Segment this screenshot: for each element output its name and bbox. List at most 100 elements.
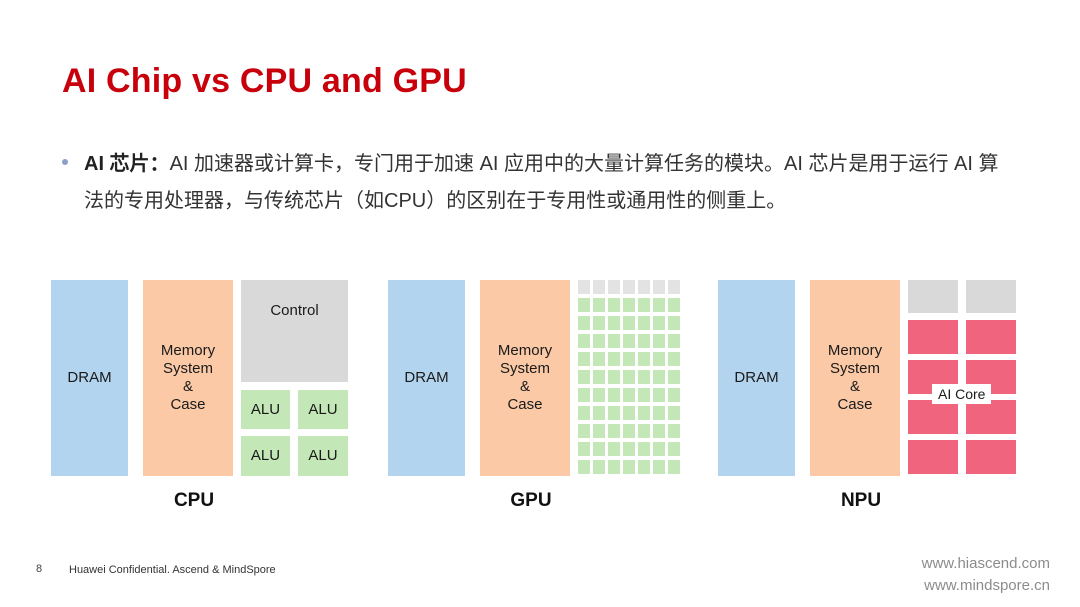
gpu-core-cell [638,370,650,384]
gpu-core-cell [638,280,650,294]
gpu-dram-block: DRAM [388,280,465,476]
gpu-core-cell [578,406,590,420]
cpu-alu-block: ALU [241,436,290,476]
gpu-core-cell [623,442,635,456]
gpu-core-cell [668,316,680,330]
gpu-core-cell [653,298,665,312]
gpu-core-cell [593,406,605,420]
gpu-core-cell [608,370,620,384]
slide-title: AI Chip vs CPU and GPU [62,62,467,100]
bullet-description: AI 加速器或计算卡，专门用于加速 AI 应用中的大量计算任务的模块。AI 芯片… [84,153,999,212]
cpu-memory-block: Memory System & Case [143,280,233,476]
gpu-core-cell [578,352,590,366]
gpu-core-cell [668,388,680,402]
gpu-core-cell [608,388,620,402]
gpu-core-cell [653,442,665,456]
gpu-core-cell [578,424,590,438]
gpu-core-cell [653,460,665,474]
gpu-core-cell [608,298,620,312]
npu-ai-core-cell [908,440,958,474]
cpu-alu-block: ALU [298,390,348,429]
cpu-alu-block: ALU [241,390,290,429]
gpu-core-cell [653,316,665,330]
gpu-memory-block: Memory System & Case [480,280,570,476]
gpu-core-cell [578,280,590,294]
gpu-core-cell [623,460,635,474]
gpu-core-cell [668,370,680,384]
gpu-core-cell [638,406,650,420]
gpu-core-cell [593,334,605,348]
gpu-core-cell [638,442,650,456]
gpu-core-cell [668,352,680,366]
gpu-core-cell [623,406,635,420]
npu-ai-core-cell [966,320,1016,354]
footer-url-hiascend[interactable]: www.hiascend.com [921,555,1050,572]
gpu-core-cell [608,352,620,366]
bullet-icon [62,159,68,165]
gpu-core-cell [638,388,650,402]
gpu-core-cell [653,406,665,420]
cpu-dram-block: DRAM [51,280,128,476]
gpu-core-cell [668,406,680,420]
gpu-core-cell [638,424,650,438]
npu-dram-block: DRAM [718,280,795,476]
gpu-core-cell [593,460,605,474]
gpu-label: GPU [510,490,552,511]
cpu-control-block: Control [241,280,348,382]
gpu-core-cell [653,370,665,384]
gpu-core-cell [608,424,620,438]
gpu-core-cell [653,388,665,402]
footer-confidential: Huawei Confidential. Ascend & MindSpore [69,564,276,576]
gpu-core-cell [578,460,590,474]
npu-ai-core-cell [966,400,1016,434]
gpu-core-cell [593,316,605,330]
gpu-core-cell [623,388,635,402]
gpu-core-cell [653,424,665,438]
footer-url-mindspore[interactable]: www.mindspore.cn [924,577,1050,594]
gpu-core-cell [578,388,590,402]
gpu-core-cell [668,298,680,312]
gpu-core-cell [608,460,620,474]
cpu-alu-block: ALU [298,436,348,476]
npu-memory-block: Memory System & Case [810,280,900,476]
gpu-core-cell [623,298,635,312]
gpu-core-cell [593,424,605,438]
gpu-core-cell [608,280,620,294]
gpu-core-cell [623,316,635,330]
gpu-core-cell [578,334,590,348]
gpu-core-cell [608,442,620,456]
gpu-core-cell [593,370,605,384]
npu-ai-core-cell [908,400,958,434]
gpu-core-cell [623,370,635,384]
gpu-core-cell [608,406,620,420]
gpu-core-cell [638,298,650,312]
gpu-core-cell [668,280,680,294]
gpu-core-cell [653,352,665,366]
gpu-core-cell [608,334,620,348]
gpu-core-cell [623,334,635,348]
npu-ai-core-cell [908,320,958,354]
gpu-core-cell [668,334,680,348]
cpu-label: CPU [173,490,215,511]
gpu-core-cell [638,460,650,474]
gpu-core-cell [578,298,590,312]
gpu-core-cell [608,316,620,330]
gpu-core-cell [593,352,605,366]
gpu-core-cell [593,442,605,456]
gpu-core-cell [668,460,680,474]
gpu-core-cell [623,352,635,366]
gpu-core-cell [638,334,650,348]
bullet-paragraph: AI 芯片：AI 加速器或计算卡，专门用于加速 AI 应用中的大量计算任务的模块… [84,146,1004,220]
gpu-core-cell [578,316,590,330]
npu-label: NPU [840,490,882,511]
gpu-core-cell [623,424,635,438]
npu-control-block [908,280,958,313]
gpu-core-cell [653,334,665,348]
gpu-core-cell [578,442,590,456]
gpu-core-cell [668,424,680,438]
bullet-term: AI 芯片： [84,153,170,175]
gpu-core-cell [578,370,590,384]
gpu-core-cell [638,316,650,330]
gpu-core-cell [593,298,605,312]
npu-control-block [966,280,1016,313]
